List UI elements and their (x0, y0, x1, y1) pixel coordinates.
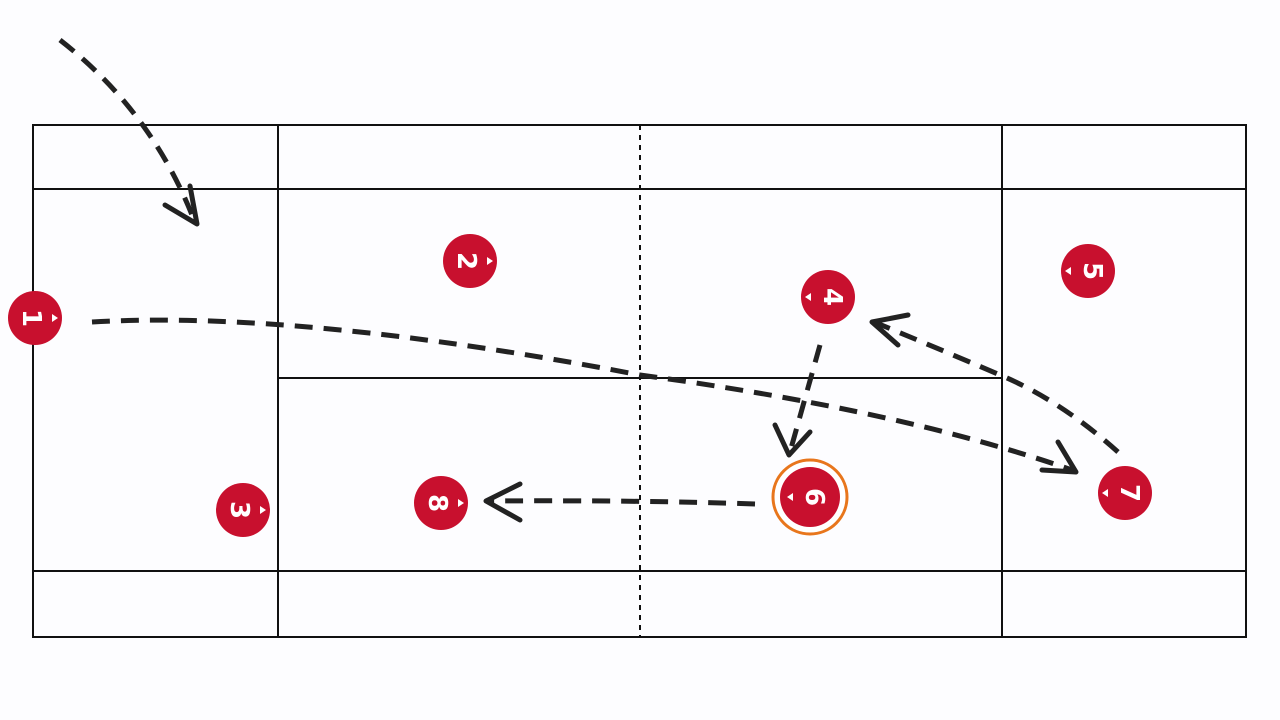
movement-arrow-6 (487, 498, 756, 507)
direction-icon (487, 257, 493, 265)
court (32, 124, 1247, 638)
arrowhead-icon (869, 312, 911, 348)
direction-icon (52, 314, 58, 322)
movement-arrow-1 (91, 317, 1073, 473)
svg-text:8: 8 (422, 494, 452, 512)
player-1[interactable]: 1 (8, 291, 62, 345)
player-5[interactable]: 5 (1061, 244, 1115, 298)
direction-icon (1102, 489, 1108, 497)
svg-text:7: 7 (1114, 484, 1144, 502)
svg-text:6: 6 (799, 488, 829, 506)
player-8[interactable]: 8 (414, 476, 468, 530)
movement-arrow-4 (787, 344, 823, 453)
direction-icon (805, 293, 811, 301)
arrowhead-icon (1039, 439, 1079, 475)
player-2[interactable]: 2 (443, 234, 497, 288)
svg-text:3: 3 (224, 501, 254, 519)
court-boundary (32, 124, 1247, 638)
arrowhead-icon (483, 481, 523, 523)
direction-icon (260, 506, 266, 514)
player-3[interactable]: 3 (216, 483, 270, 537)
direction-icon (458, 499, 464, 507)
player-4[interactable]: 4 (801, 270, 855, 324)
svg-text:5: 5 (1077, 262, 1107, 280)
player-6-selected[interactable]: 6 (771, 458, 849, 536)
arrowhead-icon (772, 422, 813, 458)
movement-arrows (58, 38, 1120, 523)
player-7[interactable]: 7 (1098, 466, 1152, 520)
direction-icon (787, 493, 793, 501)
direction-icon (1065, 267, 1071, 275)
svg-text:2: 2 (451, 252, 481, 270)
movement-arrow-7 (873, 319, 1120, 454)
svg-text:1: 1 (16, 309, 46, 327)
players: 1 2 3 4 5 6 7 8 (8, 234, 1152, 537)
svg-text:4: 4 (817, 288, 847, 306)
arrowhead-icon (162, 183, 200, 227)
